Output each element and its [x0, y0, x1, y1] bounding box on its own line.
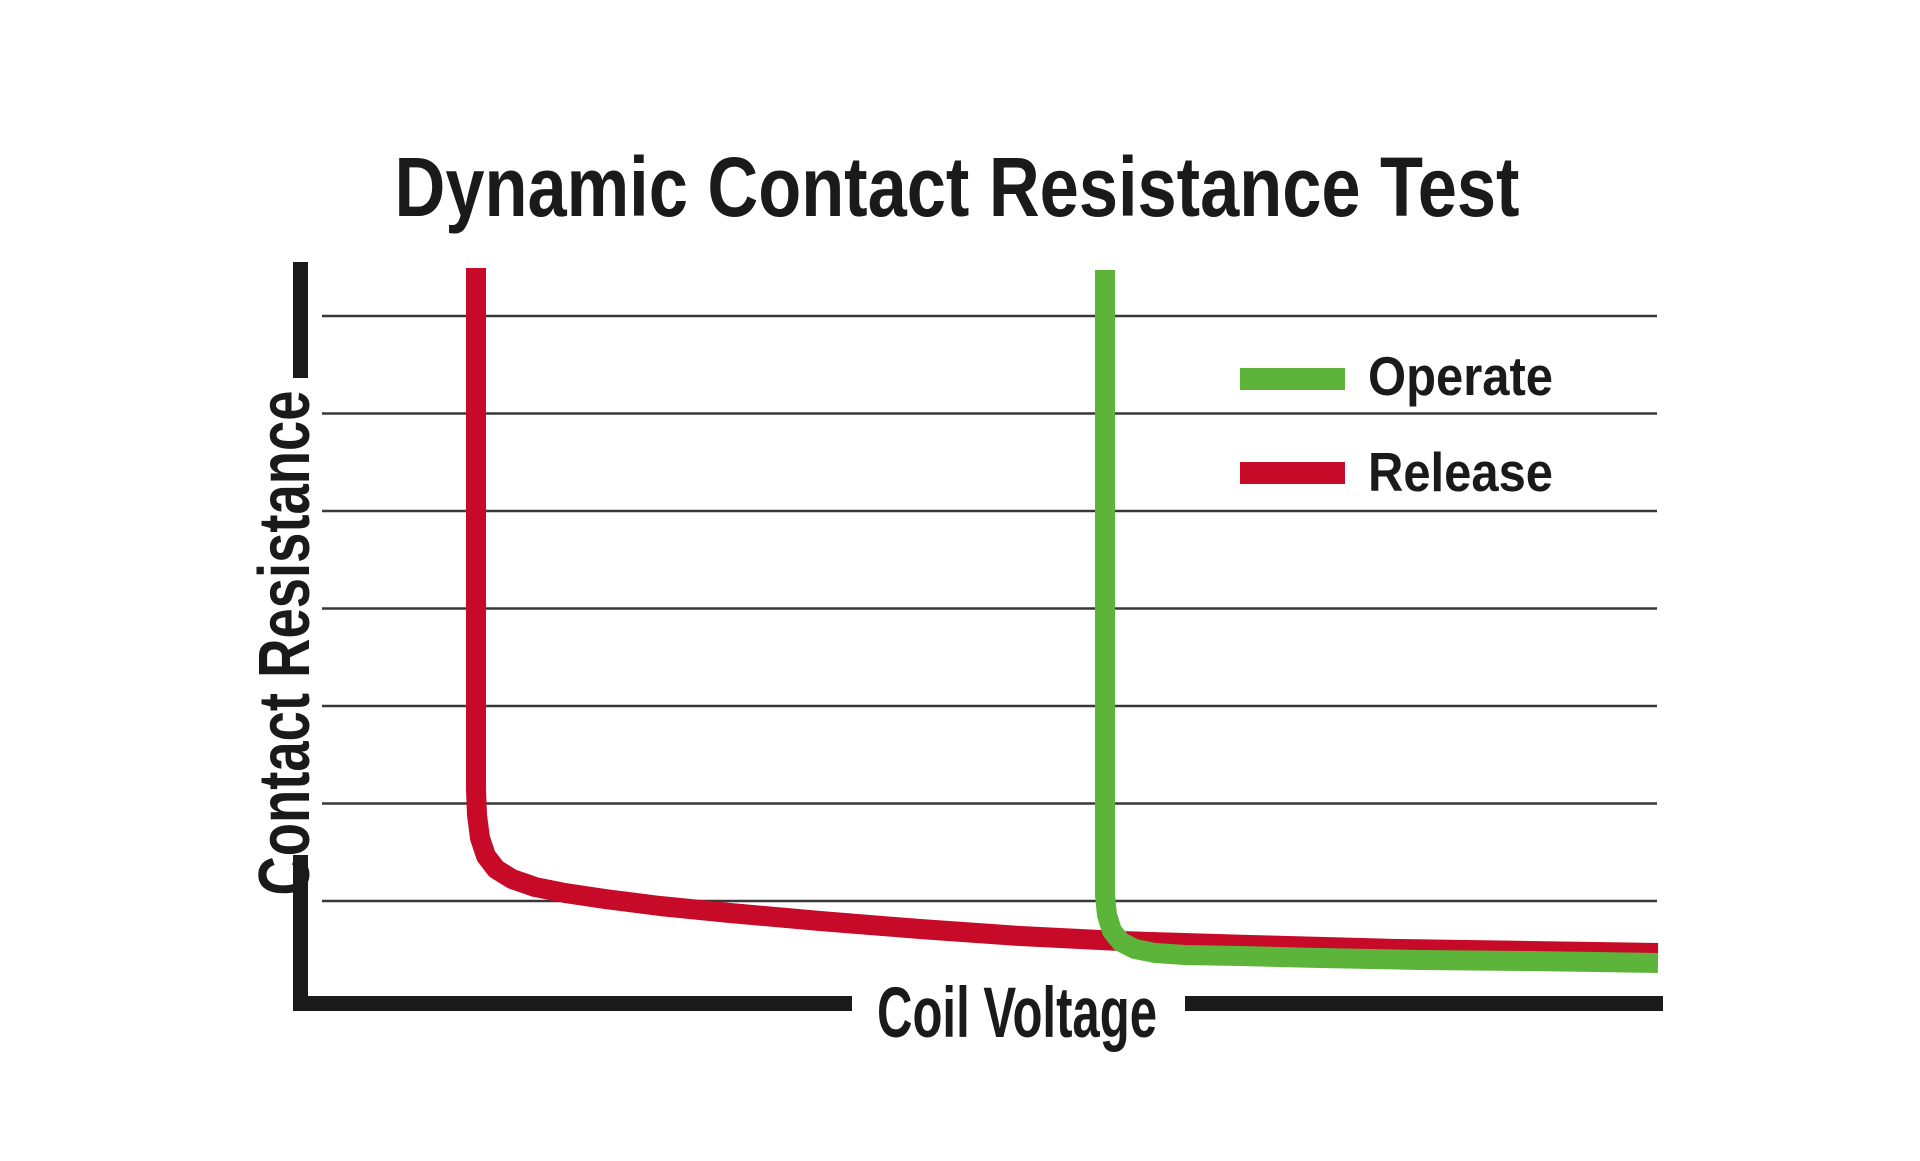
axes	[293, 262, 1663, 1011]
curve-operate	[1095, 270, 1659, 973]
gridlines	[322, 314, 1657, 903]
legend-label-release: Release	[1368, 441, 1553, 503]
legend-swatch-operate	[1240, 368, 1345, 390]
y-axis-label: Contact Resistance	[245, 391, 325, 896]
chart-title: Dynamic Contact Resistance Test	[395, 140, 1520, 234]
x-axis-bar-segment	[293, 996, 852, 1011]
x-axis-label: Coil Voltage	[877, 974, 1157, 1053]
legend-swatch-release	[1240, 462, 1345, 484]
y-axis-bar-segment	[293, 262, 308, 378]
series-curves	[466, 268, 1659, 973]
x-axis-bar-segment	[1185, 996, 1663, 1011]
legend: Operate Release	[1240, 345, 1553, 503]
curve-release	[466, 268, 1659, 963]
y-axis-bar-segment	[293, 855, 308, 1011]
legend-label-operate: Operate	[1368, 345, 1553, 407]
